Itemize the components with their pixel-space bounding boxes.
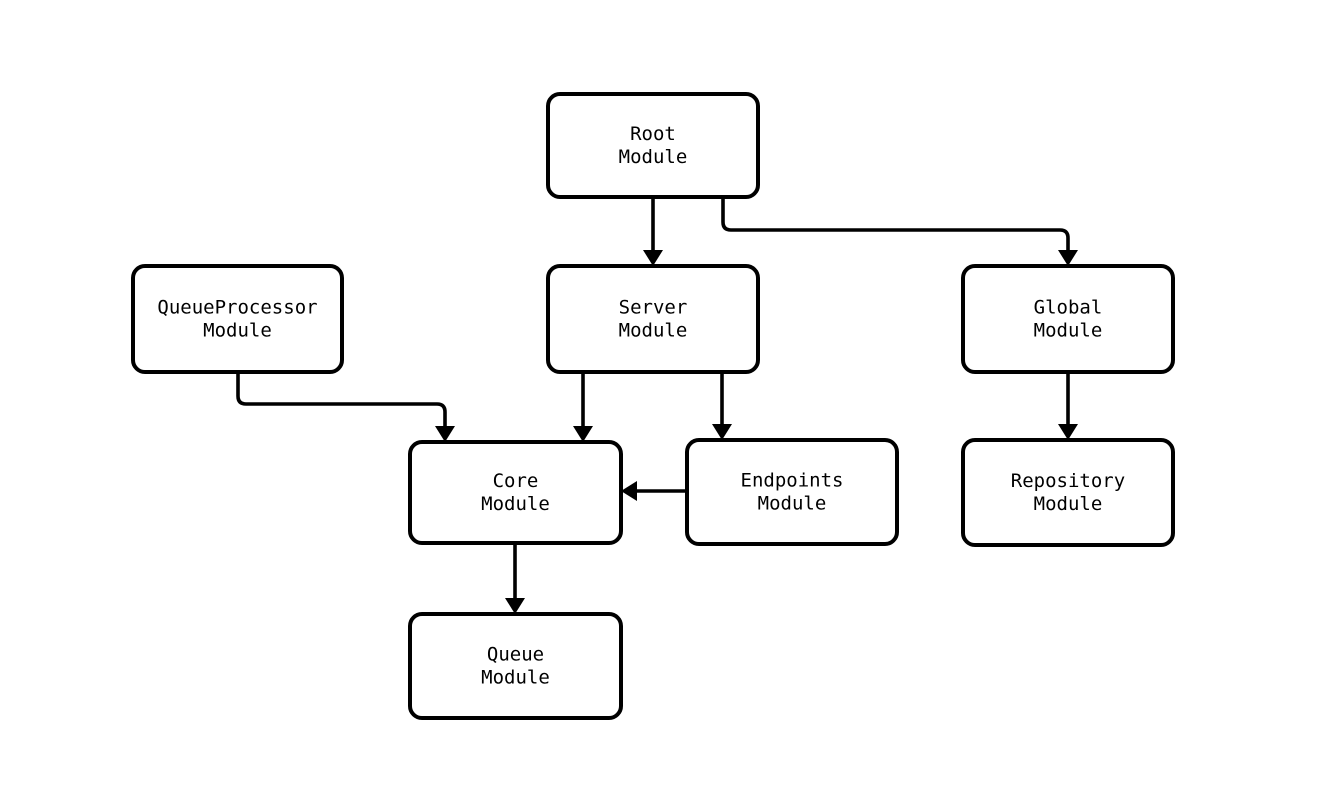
arrowhead-icon bbox=[573, 426, 593, 442]
node-label-line1: Server bbox=[619, 297, 688, 319]
node-box[interactable] bbox=[961, 264, 1175, 374]
arrowhead-icon bbox=[435, 426, 455, 442]
node-label-line2: Module bbox=[1034, 493, 1103, 515]
edge-root-to-server bbox=[643, 197, 663, 266]
node-label-line1: Repository bbox=[1011, 470, 1125, 492]
edge-global-to-repository bbox=[1058, 372, 1078, 440]
edge-root-to-global bbox=[721, 197, 1078, 266]
node-box[interactable] bbox=[131, 264, 344, 374]
node-box[interactable] bbox=[546, 92, 760, 199]
arrowhead-icon bbox=[1058, 250, 1078, 266]
node-label-line2: Module bbox=[758, 493, 827, 515]
node-box[interactable] bbox=[408, 440, 623, 545]
node-box[interactable] bbox=[961, 438, 1175, 547]
node-box[interactable] bbox=[408, 612, 623, 720]
edge-queueprocessor-to-core bbox=[236, 372, 455, 442]
edge-server-to-endpoints bbox=[712, 372, 732, 440]
edges-layer bbox=[236, 197, 1078, 614]
arrowhead-icon bbox=[621, 481, 637, 501]
node-label-line2: Module bbox=[619, 146, 688, 168]
edge-server-to-core bbox=[573, 372, 593, 442]
node-label-line2: Module bbox=[1034, 320, 1103, 342]
node-label-line1: Core bbox=[493, 470, 539, 492]
edge-endpoints-to-core bbox=[621, 481, 687, 501]
arrowhead-icon bbox=[712, 424, 732, 440]
node-box[interactable] bbox=[546, 264, 760, 374]
arrowhead-icon bbox=[643, 250, 663, 266]
node-box[interactable] bbox=[685, 438, 899, 546]
arrowhead-icon bbox=[505, 598, 525, 614]
arrowhead-icon bbox=[1058, 424, 1078, 440]
edge-line bbox=[236, 372, 447, 428]
nodes-layer: RootModuleQueueProcessorModuleServerModu… bbox=[131, 92, 1175, 720]
node-label-line2: Module bbox=[203, 320, 272, 342]
node-label-line1: Queue bbox=[487, 644, 544, 666]
node-label-line1: QueueProcessor bbox=[157, 297, 317, 319]
node-label-line1: Endpoints bbox=[741, 470, 844, 492]
node-label-line1: Global bbox=[1034, 297, 1103, 319]
edge-line bbox=[721, 197, 1070, 252]
edge-core-to-queue bbox=[505, 543, 525, 614]
node-label-line2: Module bbox=[619, 320, 688, 342]
node-label-line2: Module bbox=[481, 667, 550, 689]
node-label-line2: Module bbox=[481, 493, 550, 515]
node-label-line1: Root bbox=[630, 123, 676, 145]
